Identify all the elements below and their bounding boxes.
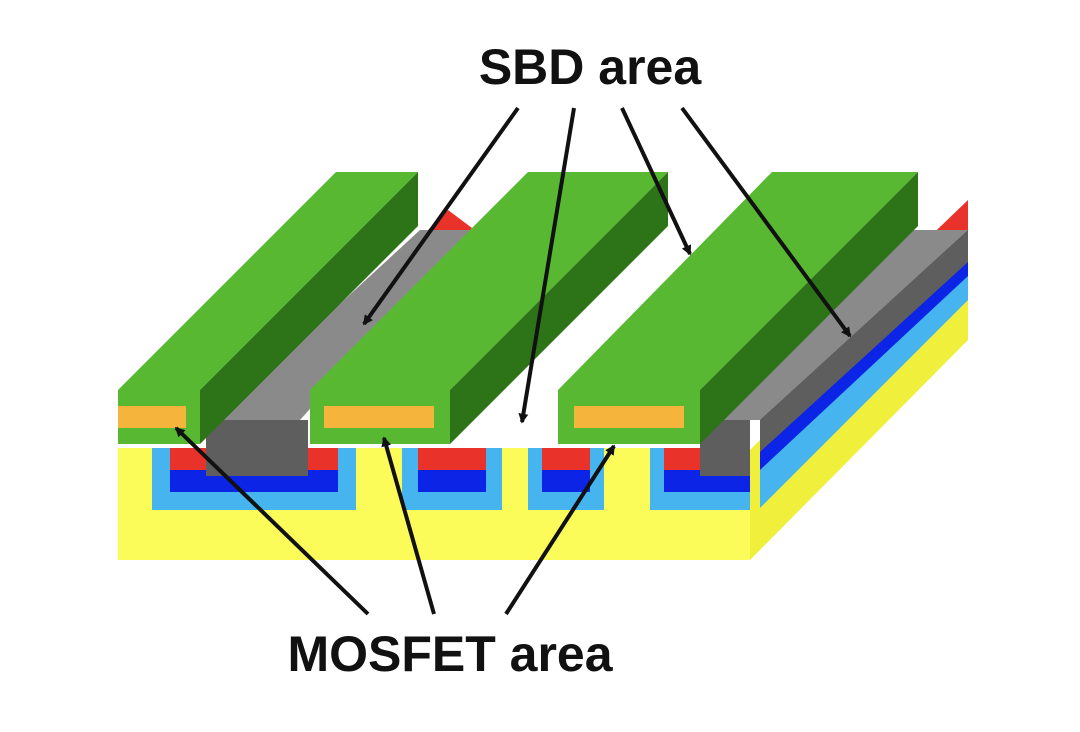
gate-bar-1-top (118, 172, 418, 390)
gate-bar-1-oxide (118, 406, 186, 428)
gate-bar-2 (310, 172, 668, 444)
gate-bar-2-oxide (324, 406, 434, 428)
gate-bar-3-side (700, 172, 918, 444)
sbd-arrow-3 (620, 107, 692, 256)
sbd-arrow-1 (362, 106, 520, 326)
trench-front-4 (650, 420, 750, 510)
sbd-arrow-2 (518, 107, 576, 424)
mosfet-arrows (174, 426, 616, 616)
mosfet-arrow-2 (381, 436, 436, 615)
gate-bar-3-oxide (574, 406, 684, 428)
trench-front-2 (402, 448, 502, 510)
gate-bar-3-top (558, 172, 918, 390)
sbd-area-label: SBD area (478, 39, 702, 95)
mosfet-area-label: MOSFET area (287, 626, 613, 682)
gate-bar-1-side (200, 172, 418, 444)
gate-bar-1 (118, 172, 418, 444)
mosfet-arrow-1 (174, 426, 370, 616)
mosfet-arrow-3 (504, 444, 616, 616)
gate-bar-3 (558, 172, 918, 444)
gate-bar-2-side (450, 172, 668, 444)
gate-bar-2-top (310, 172, 668, 390)
sbd-arrows (362, 106, 852, 424)
sbd-arrow-4 (680, 106, 852, 338)
